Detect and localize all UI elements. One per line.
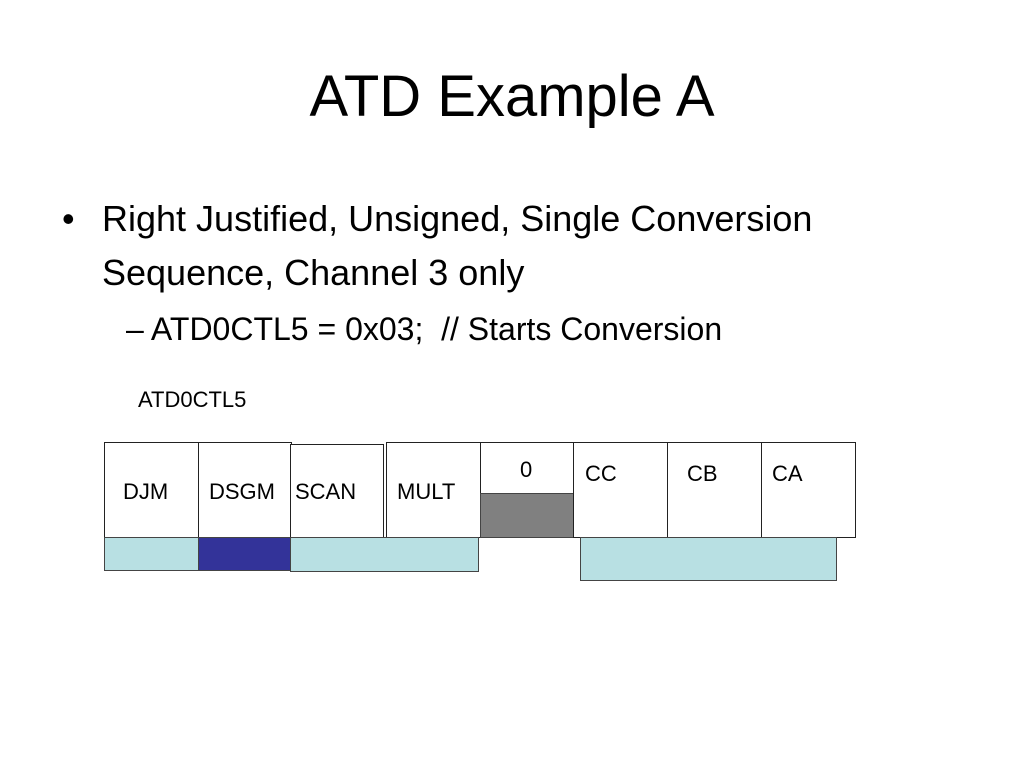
value-bar-djm [104, 537, 199, 571]
bit-label-djm: DJM [123, 479, 169, 504]
bit-label-cc: CC [585, 461, 617, 486]
bit-cell-mult: MULT [386, 442, 482, 538]
bit-label-ca: CA [772, 461, 803, 486]
bit-cell-djm: DJM [104, 442, 199, 538]
bit-label-cb: CB [687, 461, 718, 486]
bit-label-mult: MULT [397, 479, 456, 504]
value-bar-channel [580, 537, 837, 581]
bit-cell-cc: CC [573, 442, 669, 538]
slide-title: ATD Example A [309, 64, 715, 129]
bullet-text: Right Justified, Unsigned, Single Conver… [102, 198, 813, 293]
bit-label-zero: 0 [520, 457, 533, 482]
bit-label-scan: SCAN [295, 479, 357, 504]
bullet-dot-icon: • [62, 198, 75, 239]
bit-cell-dsgm: DSGM [198, 442, 292, 538]
fixed-zero-bar [480, 493, 575, 538]
bit-cell-ca: CA [761, 442, 856, 538]
value-bar-dsgm [198, 537, 291, 571]
value-bar-scan-mult [290, 537, 479, 572]
bit-cell-cb: CB [667, 442, 763, 538]
bit-label-dsgm: DSGM [209, 479, 275, 504]
bit-cell-scan: SCAN [290, 444, 384, 538]
sub-bullet-text: – ATD0CTL5 = 0x03; // Starts Conversion [126, 311, 723, 347]
register-name: ATD0CTL5 [138, 387, 247, 412]
